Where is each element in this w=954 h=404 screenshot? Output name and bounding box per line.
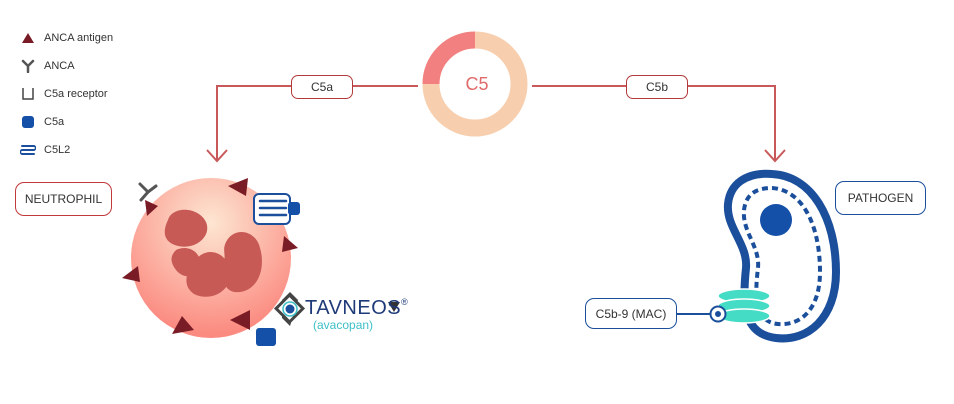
legend-item-c5a: C5a xyxy=(18,114,64,130)
c5a-square-icon xyxy=(18,114,38,130)
c5-donut xyxy=(422,31,528,137)
anca-antibody-icon xyxy=(18,58,38,74)
legend-item-anca: ANCA xyxy=(18,58,75,74)
drug-registered-mark: ® xyxy=(401,297,409,307)
anca-antigen-triangle-icon xyxy=(18,30,38,46)
pathogen-label: PATHOGEN xyxy=(835,181,926,215)
legend-label: C5L2 xyxy=(44,144,71,156)
anca-antigen-icon xyxy=(122,266,140,282)
anca-antigen-icon xyxy=(282,236,298,252)
anca-antigen-markers xyxy=(122,178,298,334)
legend-label: ANCA xyxy=(44,60,75,72)
mac-complex xyxy=(676,288,771,324)
tavneos-triangle-mark xyxy=(388,302,400,312)
c5a-free-square xyxy=(256,328,276,346)
pathogen-nucleus xyxy=(760,204,792,236)
c5l2-coil-icon xyxy=(18,142,38,158)
drug-generic-name: (avacopan) xyxy=(313,318,374,332)
c5l2-receptor-marker xyxy=(253,193,300,225)
legend-label: ANCA antigen xyxy=(44,32,114,44)
c5b-arrowhead xyxy=(764,149,786,163)
neutrophil-cell xyxy=(122,178,300,346)
pathogen-cell xyxy=(723,169,841,343)
c5b-edge-label: C5b xyxy=(626,75,688,99)
drug-brand-name: TAVNEOS® xyxy=(305,297,408,320)
c5a-arrowhead xyxy=(206,149,228,163)
pathogen-inner-membrane xyxy=(741,185,823,327)
anca-antigen-icon xyxy=(228,178,248,196)
drug-brand-text: TAVNEOS xyxy=(305,297,402,319)
c5-label: C5 xyxy=(465,74,489,94)
tavneos-logo-mark xyxy=(273,292,400,326)
c5-donut-segment xyxy=(422,31,476,85)
anca-antigen-icon xyxy=(145,200,158,216)
neutrophil-nucleus xyxy=(164,209,262,297)
legend-item-anca-antigen: ANCA antigen xyxy=(18,30,113,46)
c5a-bound-square xyxy=(288,202,300,215)
neutrophil-label: NEUTROPHIL xyxy=(15,182,112,216)
legend-label: C5a receptor xyxy=(44,88,108,100)
anca-antibody-marker xyxy=(138,182,158,202)
mac-label: C5b-9 (MAC) xyxy=(585,298,677,329)
legend-item-c5l2: C5L2 xyxy=(18,142,70,158)
anca-antigen-icon xyxy=(230,310,250,330)
legend-item-c5a-receptor: C5a receptor xyxy=(18,86,108,102)
pathogen-outer-membrane xyxy=(723,169,841,343)
c5a-receptor-icon xyxy=(18,86,38,102)
c5a-edge-label: C5a xyxy=(291,75,353,99)
legend-label: C5a xyxy=(44,116,65,128)
anca-antigen-icon xyxy=(172,316,194,334)
c5b-connector xyxy=(532,85,776,160)
